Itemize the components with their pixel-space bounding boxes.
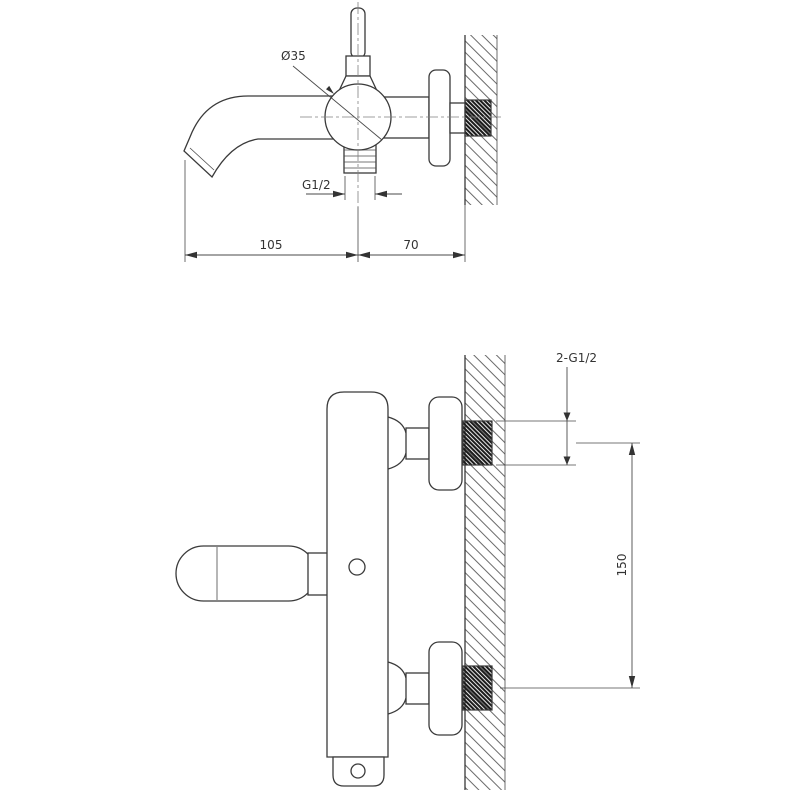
outlet-thread-text: G1/2 bbox=[302, 178, 331, 192]
dim-outlet-thread: G1/2 bbox=[302, 176, 402, 200]
inlet-bottom bbox=[387, 641, 493, 736]
handle-front-view bbox=[175, 545, 331, 602]
dim-inlet-thread: 2-G1/2 bbox=[496, 351, 597, 466]
inlet-threads-text: 2-G1/2 bbox=[556, 351, 597, 365]
handle-grip bbox=[175, 545, 317, 602]
top-view: Ø35 G1/2 105 70 bbox=[183, 2, 502, 262]
inlet-nut-bottom bbox=[405, 672, 430, 705]
thread-nipple bbox=[464, 99, 492, 137]
pipe-stub bbox=[449, 102, 466, 134]
diameter-leader-line bbox=[292, 65, 383, 141]
spout bbox=[183, 95, 341, 179]
foot-port-circle bbox=[350, 763, 366, 779]
inlet-spacing-text: 150 bbox=[615, 554, 629, 577]
inlet-top bbox=[387, 396, 493, 491]
thread-nipple-bottom bbox=[462, 665, 493, 711]
diameter-text: Ø35 bbox=[281, 49, 306, 63]
thread-arrowhead-upper bbox=[563, 412, 571, 421]
diameter-arrowhead bbox=[326, 85, 334, 94]
inlet-flange-top bbox=[428, 396, 463, 491]
wall-flange bbox=[428, 69, 451, 167]
label-diameter: Ø35 bbox=[281, 49, 383, 141]
wall-section-front bbox=[464, 355, 506, 790]
front-view: 2-G1/2 150 bbox=[175, 351, 640, 790]
thread-arrowhead-lower bbox=[563, 456, 571, 465]
wall-distance-text: 70 bbox=[403, 238, 418, 252]
inlet-flange-bottom bbox=[428, 641, 463, 736]
spout-reach-text: 105 bbox=[260, 238, 283, 252]
wall-hatch-area bbox=[465, 355, 505, 790]
spout-tip-rim bbox=[189, 147, 215, 171]
body-indicator-circle bbox=[348, 558, 366, 576]
inlet-nut-top bbox=[405, 427, 430, 460]
dim-horizontal-chain: 105 70 bbox=[184, 160, 466, 262]
thread-nipple-top bbox=[462, 420, 493, 466]
dim-inlet-spacing: 150 bbox=[500, 442, 640, 689]
